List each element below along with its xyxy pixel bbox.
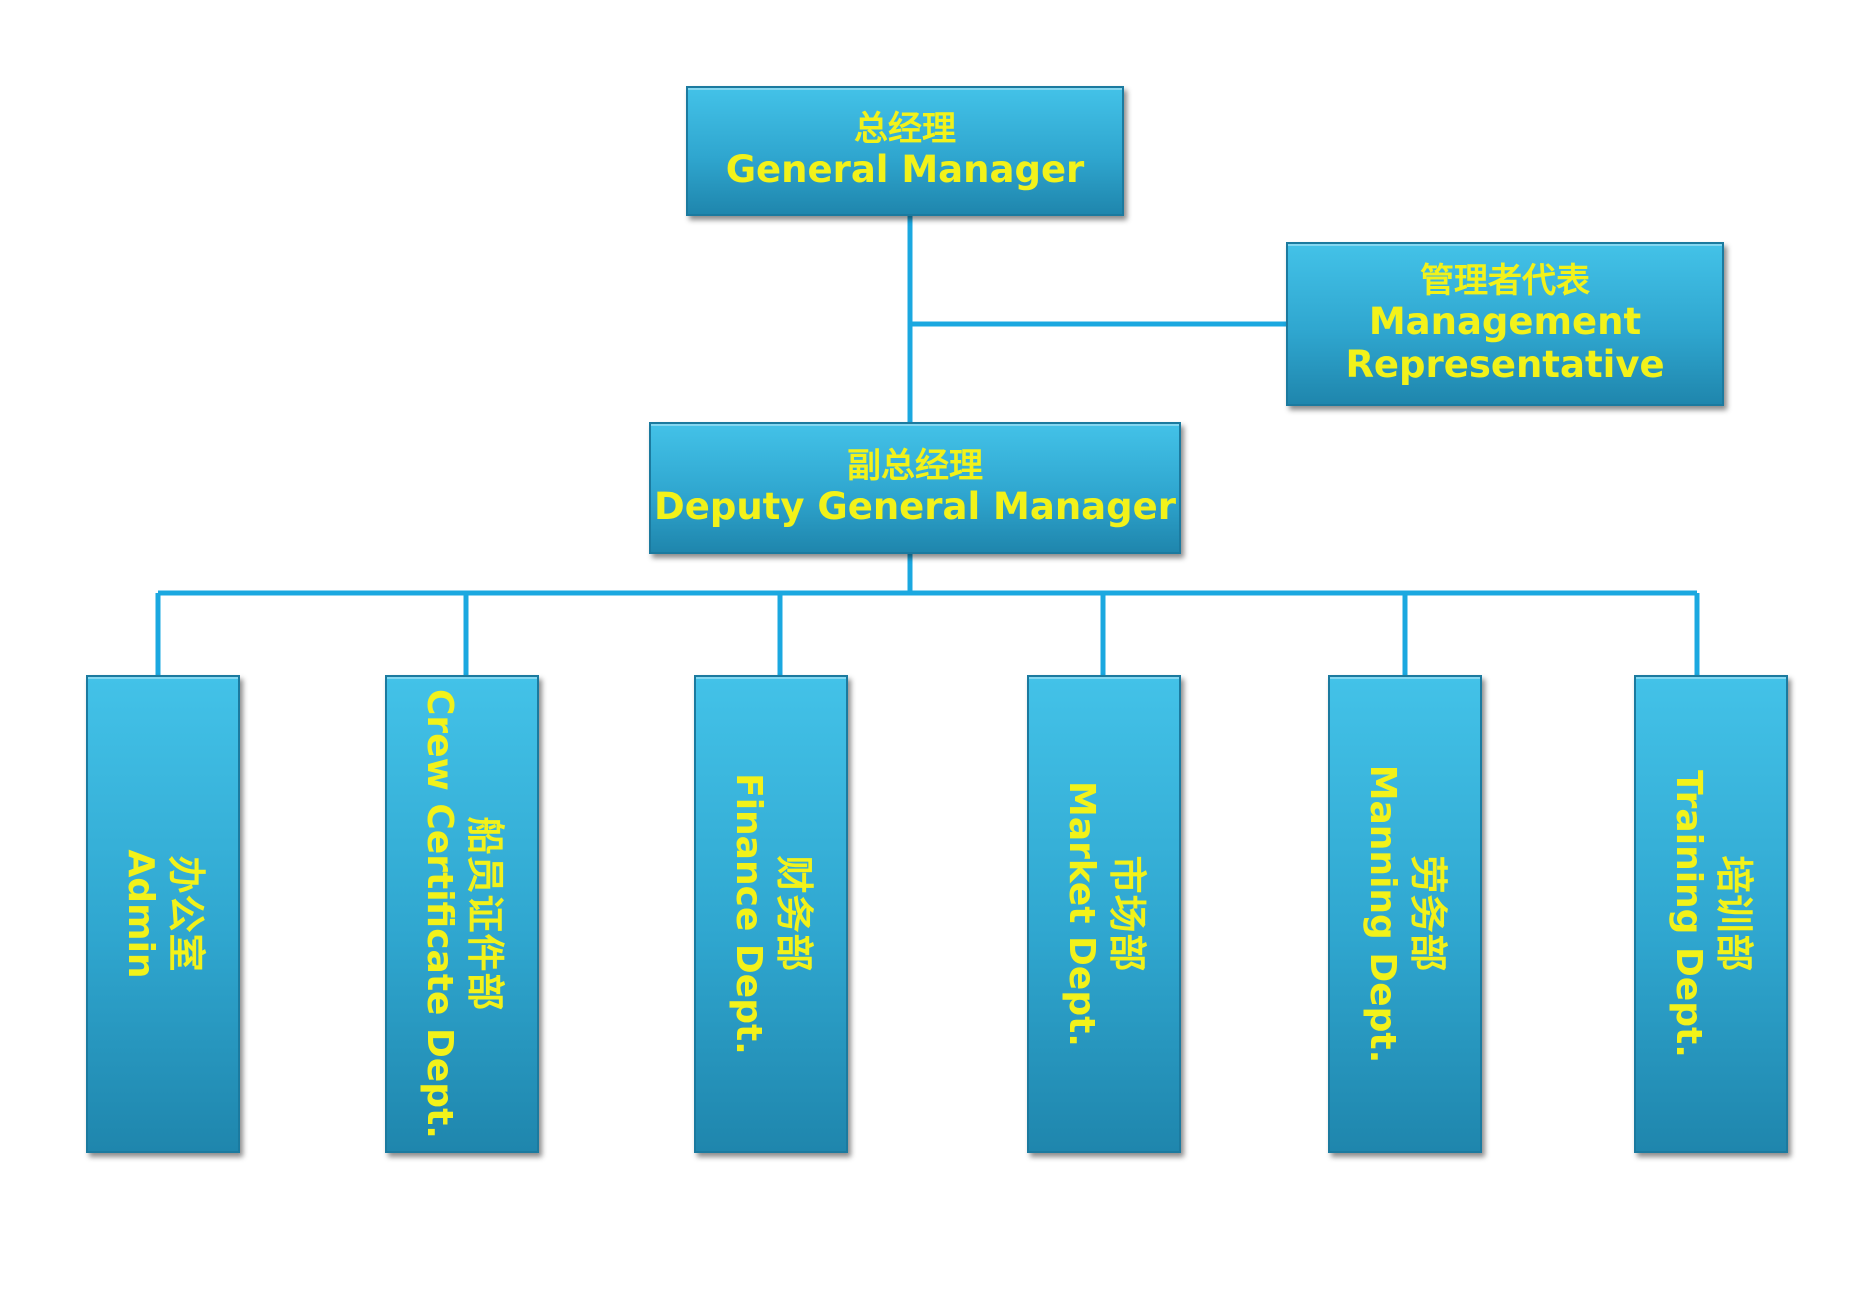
- dept-box-admin: 办公室 Admin: [86, 675, 240, 1153]
- dept-label-cn: 培训部: [1711, 855, 1756, 973]
- general-manager-cn: 总经理: [854, 108, 956, 149]
- dept-label-cn: 市场部: [1104, 855, 1149, 973]
- dept-label-en: Crew Certificate Dept.: [418, 689, 460, 1139]
- deputy-general-manager-en: Deputy General Manager: [654, 485, 1176, 529]
- general-manager-box: 总经理 General Manager: [686, 86, 1124, 216]
- management-representative-en-line1: Management: [1368, 300, 1642, 343]
- dept-label-en: Market Dept.: [1060, 781, 1102, 1047]
- deputy-general-manager-box: 副总经理 Deputy General Manager: [649, 422, 1181, 554]
- dept-box-crew-certificate: 船员证件部 Crew Certificate Dept.: [385, 675, 539, 1153]
- dept-label-en: Admin: [119, 849, 161, 979]
- dept-label-en: Manning Dept.: [1361, 764, 1403, 1064]
- management-representative-cn: 管理者代表: [1420, 260, 1590, 301]
- dept-label-en: Finance Dept.: [727, 773, 769, 1055]
- dept-box-market: 市场部 Market Dept.: [1027, 675, 1181, 1153]
- deputy-general-manager-cn: 副总经理: [847, 445, 983, 486]
- dept-label-en: Training Dept.: [1667, 770, 1709, 1058]
- dept-box-training: 培训部 Training Dept.: [1634, 675, 1788, 1153]
- dept-label-cn: 财务部: [771, 855, 816, 973]
- dept-label-cn: 船员证件部: [462, 816, 507, 1012]
- dept-box-manning: 劳务部 Manning Dept.: [1328, 675, 1482, 1153]
- dept-label-cn: 劳务部: [1405, 855, 1450, 973]
- general-manager-en: General Manager: [725, 148, 1085, 192]
- management-representative-box: 管理者代表 Management Representative: [1286, 242, 1724, 406]
- dept-box-finance: 财务部 Finance Dept.: [694, 675, 848, 1153]
- dept-label-cn: 办公室: [163, 855, 208, 973]
- management-representative-en-line2: Representative: [1345, 342, 1665, 386]
